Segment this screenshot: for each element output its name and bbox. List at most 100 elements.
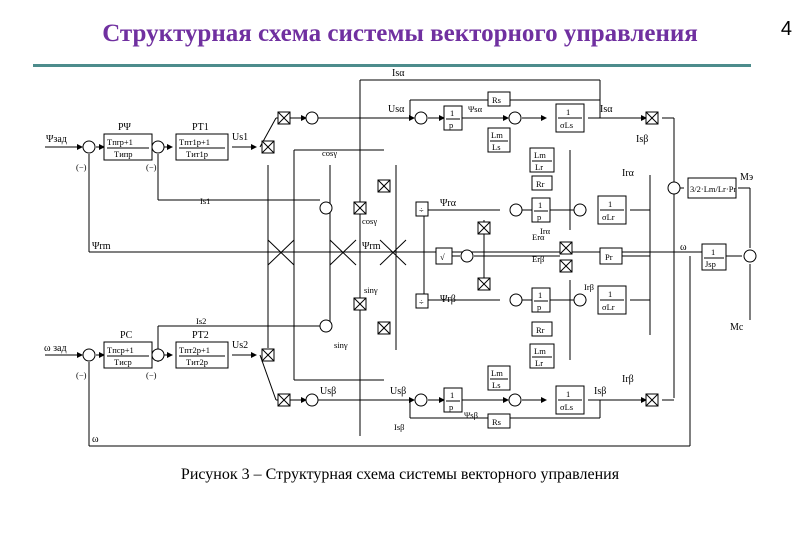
integrator-alpha: 1 p — [443, 105, 463, 131]
svg-text:Ls: Ls — [492, 380, 501, 390]
svg-text:÷: ÷ — [419, 205, 424, 215]
diagram-wiring — [45, 79, 751, 447]
divider-blocks: ÷ ÷ — [415, 201, 429, 309]
svg-text:Isα: Isα — [392, 68, 405, 79]
svg-text:Tпт1p+1: Tпт1p+1 — [179, 137, 210, 147]
svg-text:Irα: Irα — [540, 226, 551, 236]
svg-text:Rs: Rs — [492, 417, 501, 427]
svg-text:Us2: Us2 — [232, 340, 248, 351]
svg-text:Irα: Irα — [622, 168, 635, 179]
block-sigma-lr-top: 1 σLr — [597, 195, 627, 225]
integrator-r-beta: 1 p — [531, 287, 551, 313]
svg-text:1: 1 — [566, 389, 570, 399]
regulator-rt1: РТ1 Tпт1p+1 Tит1р — [175, 122, 229, 161]
svg-text:Usβ: Usβ — [390, 386, 406, 397]
block-sigma-lr-bottom: 1 σLr — [597, 285, 627, 315]
svg-text:Isβ: Isβ — [394, 422, 404, 432]
svg-text:Lr: Lr — [535, 358, 543, 368]
svg-text:Lm: Lm — [534, 150, 546, 160]
svg-text:(−): (−) — [76, 162, 87, 172]
block-rr-bottom: Rr — [531, 321, 553, 337]
svg-text:1: 1 — [450, 390, 454, 400]
svg-text:σLr: σLr — [602, 302, 615, 312]
svg-text:Erβ: Erβ — [532, 254, 544, 264]
svg-text:1: 1 — [450, 108, 454, 118]
svg-text:Is1: Is1 — [200, 196, 210, 206]
svg-text:÷: ÷ — [419, 297, 424, 307]
svg-text:Irβ: Irβ — [584, 282, 594, 292]
svg-text:Pr: Pr — [605, 252, 613, 262]
svg-text:Is2: Is2 — [196, 316, 206, 326]
block-inertia: 1 Jsp — [701, 243, 727, 271]
svg-text:Ψrβ: Ψrβ — [440, 294, 456, 305]
title-divider — [33, 64, 751, 67]
svg-text:cosγ: cosγ — [362, 216, 377, 226]
svg-text:ω: ω — [92, 434, 99, 445]
svg-text:Ψsα: Ψsα — [468, 104, 483, 114]
svg-text:Lr: Lr — [535, 162, 543, 172]
svg-text:Lm: Lm — [534, 346, 546, 356]
figure-caption: Рисунок 3 – Структурная схема системы ве… — [180, 466, 620, 483]
svg-text:Rs: Rs — [492, 95, 501, 105]
svg-text:РС: РС — [120, 330, 133, 341]
svg-text:Lm: Lm — [491, 368, 503, 378]
svg-text:Tипр: Tипр — [114, 149, 133, 159]
svg-text:Tиср: Tиср — [114, 357, 132, 367]
svg-text:Isβ: Isβ — [636, 134, 648, 145]
svg-text:3/2·Lm/Lr·Pr: 3/2·Lm/Lr·Pr — [690, 184, 736, 194]
block-rs-top: Rs — [487, 91, 511, 107]
svg-text:1: 1 — [608, 289, 612, 299]
slide-title: Структурная схема системы векторного упр… — [102, 20, 698, 47]
svg-text:1: 1 — [608, 199, 612, 209]
page-number: 4 — [780, 18, 792, 40]
svg-text:Mc: Mc — [730, 322, 744, 333]
svg-text:ω: ω — [680, 242, 687, 253]
block-pr: Pr — [599, 247, 623, 265]
svg-text:Jsp: Jsp — [705, 259, 716, 269]
svg-text:Ψrm: Ψrm — [92, 241, 111, 252]
svg-text:Ψsβ: Ψsβ — [464, 410, 478, 420]
regulator-rt2: РТ2 Tпт2p+1 Tит2р — [175, 330, 229, 369]
block-lm-lr-top: Lm Lr — [529, 147, 555, 173]
svg-text:Isα: Isα — [600, 104, 613, 115]
svg-text:σLs: σLs — [560, 402, 573, 412]
svg-text:Ψrm: Ψrm — [362, 241, 381, 252]
svg-text:Us1: Us1 — [232, 132, 248, 143]
svg-text:1: 1 — [538, 200, 542, 210]
block-rs-bottom: Rs — [487, 413, 511, 429]
svg-text:РТ2: РТ2 — [192, 330, 209, 341]
signal-labels: Ψзад ω зад ω Ψrm (−) (−) (−) (−) Isα Usα… — [44, 68, 753, 445]
svg-text:Tпсp+1: Tпсp+1 — [107, 345, 134, 355]
svg-text:(−): (−) — [146, 370, 157, 380]
svg-text:p: p — [449, 402, 453, 412]
svg-text:Tпт2p+1: Tпт2p+1 — [179, 345, 210, 355]
svg-text:(−): (−) — [76, 370, 87, 380]
svg-text:Rr: Rr — [536, 179, 545, 189]
svg-text:(−): (−) — [146, 162, 157, 172]
integrator-beta: 1 p — [443, 387, 463, 413]
svg-text:1: 1 — [538, 290, 542, 300]
regulator-rs: РС Tпсp+1 Tиср — [103, 330, 153, 369]
block-lm-ls-bottom: Lm Ls — [487, 365, 511, 391]
svg-text:РТ1: РТ1 — [192, 122, 209, 133]
integrator-r-alpha: 1 p — [531, 197, 551, 223]
svg-text:Usβ: Usβ — [320, 386, 336, 397]
block-lm-ls-top: Lm Ls — [487, 127, 511, 153]
svg-text:Isβ: Isβ — [594, 386, 606, 397]
svg-text:Ψзад: Ψзад — [46, 134, 67, 145]
svg-text:Ls: Ls — [492, 142, 501, 152]
svg-text:cosγ: cosγ — [322, 148, 337, 158]
block-sigma-ls-top: 1 σLs — [555, 103, 585, 133]
svg-text:1: 1 — [711, 247, 715, 257]
block-lm-lr-bottom: Lm Lr — [529, 343, 555, 369]
svg-text:p: p — [537, 302, 541, 312]
svg-text:σLr: σLr — [602, 212, 615, 222]
svg-text:p: p — [537, 212, 541, 222]
svg-text:Usα: Usα — [388, 104, 405, 115]
svg-text:Ψrα: Ψrα — [440, 198, 457, 209]
svg-text:ω зад: ω зад — [44, 343, 67, 354]
block-sigma-ls-bottom: 1 σLs — [555, 385, 585, 415]
svg-text:Mэ: Mэ — [740, 172, 753, 183]
svg-text:sinγ: sinγ — [364, 285, 378, 295]
svg-text:Erα: Erα — [532, 232, 545, 242]
